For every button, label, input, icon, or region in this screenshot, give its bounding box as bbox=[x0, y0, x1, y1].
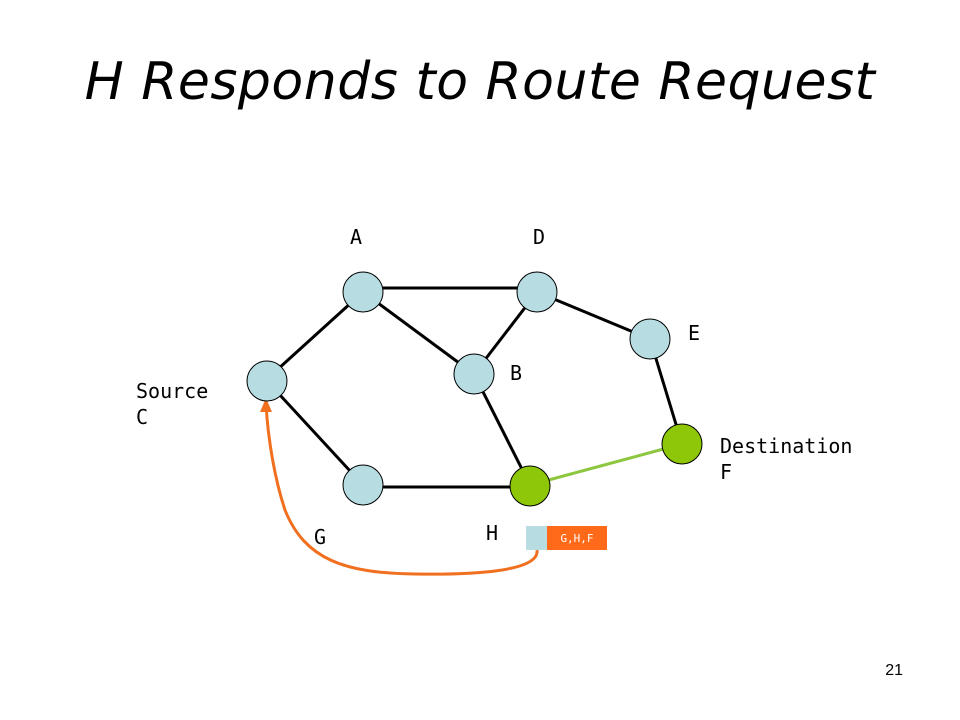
packet-route-text: G,H,F bbox=[560, 532, 593, 545]
node-h-label: H bbox=[486, 521, 499, 545]
node-e bbox=[629, 318, 671, 360]
node-c-label: Source C bbox=[136, 378, 208, 430]
edge-h-f-reply bbox=[529, 442, 683, 487]
node-f-label-line2: F bbox=[720, 460, 733, 484]
node-g-label: G bbox=[314, 525, 327, 549]
node-a-label: A bbox=[350, 225, 363, 249]
node-c-label-line1: Source bbox=[136, 379, 209, 403]
node-g bbox=[342, 464, 384, 506]
node-b bbox=[453, 353, 495, 395]
slide-title: H Responds to Route Request bbox=[84, 52, 876, 112]
edge-c-g bbox=[265, 379, 365, 487]
node-h bbox=[509, 465, 551, 507]
node-a bbox=[342, 271, 384, 313]
reply-arrowhead bbox=[260, 398, 272, 412]
node-b-label: B bbox=[510, 361, 523, 385]
node-d bbox=[516, 271, 558, 313]
node-f-label: Destination F bbox=[720, 433, 852, 485]
node-c bbox=[246, 360, 288, 402]
node-c-label-line2: C bbox=[136, 405, 149, 429]
reply-arrow-curve bbox=[264, 403, 539, 576]
edge-a-c bbox=[265, 290, 365, 381]
packet-header bbox=[526, 526, 547, 550]
packet-route-box bbox=[547, 526, 607, 550]
page-number: 21 bbox=[885, 662, 903, 679]
node-e-label: E bbox=[688, 321, 701, 345]
node-f-label-line1: Destination bbox=[720, 434, 853, 458]
edge-b-h bbox=[472, 373, 532, 486]
edge-a-b bbox=[362, 290, 475, 376]
node-d-label: D bbox=[533, 225, 546, 249]
node-f bbox=[661, 423, 703, 465]
